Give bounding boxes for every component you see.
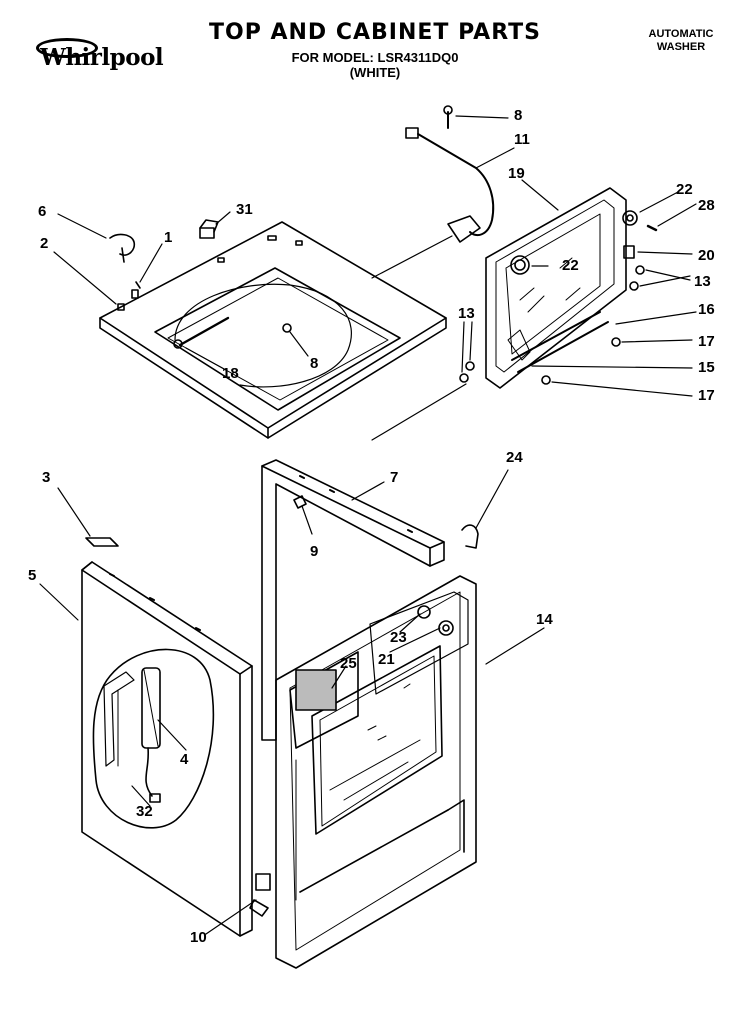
- callout-1: 1: [164, 229, 173, 246]
- callout-6: 6: [38, 203, 47, 220]
- product-line-1: AUTOMATIC: [648, 28, 714, 40]
- callout-13-right: 13: [694, 273, 711, 290]
- page-title: TOP AND CABINET PARTS: [208, 20, 542, 45]
- callout-15: 15: [698, 359, 715, 376]
- callout-17-upper: 17: [698, 333, 715, 350]
- callout-11: 11: [514, 131, 530, 148]
- side-panel: [81, 561, 271, 937]
- product-line-2: WASHER: [656, 41, 706, 53]
- callout-13-left: 13: [458, 305, 475, 322]
- top-panel: [99, 221, 447, 439]
- rear-panel: [261, 459, 445, 741]
- color-line: (WHITE): [349, 65, 401, 80]
- lid-switch-assembly: [405, 105, 495, 243]
- callout-3: 3: [42, 469, 51, 486]
- callout-25: 25: [340, 655, 357, 672]
- callout-14: 14: [536, 611, 553, 628]
- callout-7: 7: [390, 469, 399, 486]
- callout-8-top: 8: [514, 107, 523, 124]
- callout-22-console: 22: [562, 257, 579, 274]
- front-panel: [275, 575, 477, 969]
- callout-23: 23: [390, 629, 407, 646]
- middle-small-parts: [85, 495, 479, 549]
- callout-8-top-panel: 8: [310, 355, 319, 372]
- logo-swoosh-icon: [36, 38, 98, 58]
- callout-17-lower: 17: [698, 387, 715, 404]
- top-left-small-parts: [109, 219, 219, 289]
- callout-4: 4: [180, 751, 189, 768]
- product-type: AUTOMATIC WASHER: [626, 28, 736, 54]
- callout-22-right: 22: [676, 181, 693, 198]
- callout-16: 16: [698, 301, 715, 318]
- callout-18: 18: [222, 365, 239, 382]
- leader-lines: [39, 115, 697, 935]
- callout-20: 20: [698, 247, 715, 264]
- console-assembly: [485, 187, 627, 389]
- callout-21: 21: [378, 651, 395, 668]
- lamp-detail-bubble: [92, 648, 215, 829]
- callout-10: 10: [190, 929, 207, 946]
- callout-24: 24: [506, 449, 523, 466]
- whirlpool-logo: Whirlpool: [30, 34, 170, 80]
- callout-2: 2: [40, 235, 49, 252]
- callout-31: 31: [236, 201, 253, 218]
- console-small-parts: [459, 210, 658, 385]
- callout-28: 28: [698, 197, 715, 214]
- callout-9: 9: [310, 543, 319, 560]
- brand-name: Whirlpool: [40, 44, 164, 71]
- callout-5: 5: [28, 567, 37, 584]
- model-line: FOR MODEL: LSR4311DQ0: [291, 50, 459, 65]
- model-info: FOR MODEL: LSR4311DQ0 (WHITE): [240, 50, 510, 80]
- callout-32: 32: [136, 803, 153, 820]
- callout-19: 19: [508, 165, 525, 182]
